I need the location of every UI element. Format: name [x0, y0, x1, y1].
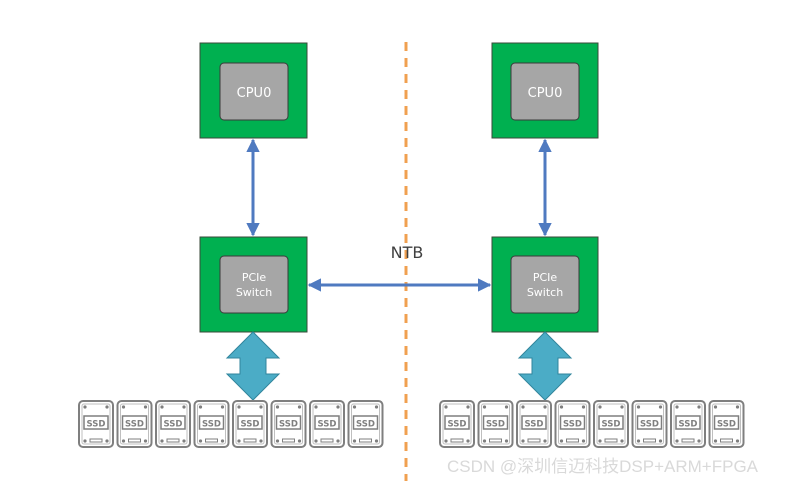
left-switch-ssd-arrow: [225, 331, 281, 401]
right-ssd-icon: SSD: [593, 400, 629, 448]
left-ssd-icon: SSD: [347, 400, 384, 448]
left-ssd-icon: SSD: [270, 400, 307, 448]
left-switch-label-line1: PCIe: [242, 271, 267, 284]
ssd-label: SSD: [679, 420, 698, 430]
right-ssd-row: SSD SSD SSD SSD SSD SSD SSD SSD: [439, 400, 745, 448]
ssd-label: SSD: [525, 420, 544, 430]
right-cpu-node: CPU0: [491, 42, 599, 139]
ssd-label: SSD: [241, 420, 260, 430]
ntb-label: NTB: [391, 243, 424, 262]
ssd-label: SSD: [279, 420, 298, 430]
left-ssd-row: SSD SSD SSD SSD SSD SSD SSD SSD: [78, 400, 384, 448]
right-switch-label-line1: PCIe: [533, 271, 558, 284]
left-ssd-icon: SSD: [309, 400, 345, 448]
left-ssd-icon: SSD: [78, 400, 114, 448]
right-ssd-icon: SSD: [554, 400, 591, 448]
ssd-label: SSD: [202, 420, 221, 430]
left-cpu-label: CPU0: [237, 86, 272, 101]
left-pcie-switch-node: PCIe Switch: [199, 236, 308, 333]
ssd-label: SSD: [717, 420, 736, 430]
ssd-label: SSD: [448, 420, 467, 430]
watermark-text: CSDN @深圳信迈科技DSP+ARM+FPGA: [447, 457, 759, 476]
right-ssd-icon: SSD: [631, 400, 668, 448]
right-ssd-icon: SSD: [477, 400, 514, 448]
ssd-label: SSD: [602, 420, 621, 430]
left-cpu-node: CPU0: [199, 42, 308, 139]
ssd-label: SSD: [486, 420, 505, 430]
left-ssd-icon: SSD: [193, 400, 230, 448]
ssd-label: SSD: [563, 420, 582, 430]
ssd-label: SSD: [356, 420, 375, 430]
ssd-label: SSD: [640, 420, 659, 430]
right-ssd-icon: SSD: [708, 400, 745, 448]
ssd-label: SSD: [87, 420, 106, 430]
left-ssd-icon: SSD: [116, 400, 153, 448]
right-cpu-label: CPU0: [528, 86, 563, 101]
right-switch-ssd-arrow: [517, 331, 573, 401]
right-pcie-switch-node: PCIe Switch: [491, 236, 599, 333]
right-ssd-icon: SSD: [516, 400, 552, 448]
right-ssd-icon: SSD: [670, 400, 706, 448]
left-ssd-icon: SSD: [232, 400, 268, 448]
left-ssd-icon: SSD: [155, 400, 191, 448]
right-ssd-icon: SSD: [439, 400, 475, 448]
ssd-label: SSD: [125, 420, 144, 430]
ssd-label: SSD: [164, 420, 183, 430]
right-switch-label-line2: Switch: [527, 286, 563, 299]
ssd-label: SSD: [318, 420, 337, 430]
left-switch-label-line2: Switch: [236, 286, 272, 299]
